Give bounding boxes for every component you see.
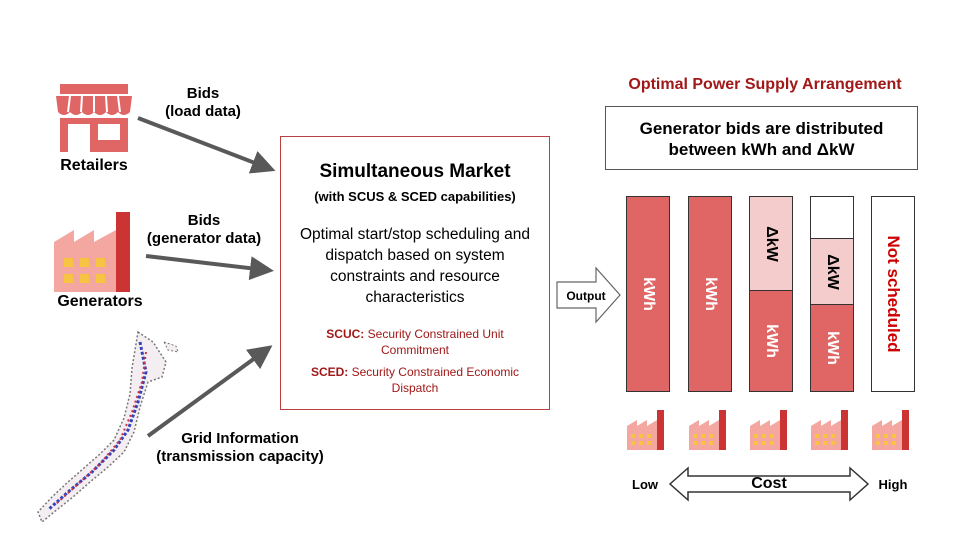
japan-map-icon: [37, 330, 179, 524]
factory-icon: [811, 410, 848, 450]
bids-generator-label: Bids (generator data): [146, 212, 262, 247]
arrow-generators: [145, 254, 274, 281]
simultaneous-market-box: Simultaneous Market (with SCUS & SCED ca…: [280, 136, 550, 410]
bar-3-dkw-segment: ΔkW: [749, 196, 793, 291]
factory-icon: [750, 410, 787, 450]
arrow-grid: [146, 345, 273, 438]
factory-icon: [689, 410, 726, 450]
bar-4-kwh-segment: kWh: [810, 304, 854, 392]
bar-1: kWh: [626, 196, 670, 392]
factory-icon: [627, 410, 664, 450]
sced-definition: SCED: Security Constrained Economic Disp…: [310, 365, 520, 395]
generators-label: Generators: [57, 293, 143, 310]
market-title: Simultaneous Market: [319, 161, 511, 182]
bar-5: Not scheduled: [871, 196, 915, 392]
retailers-label: Retailers: [60, 157, 128, 174]
cost-double-arrow: [668, 466, 870, 502]
bar-4-dkw-segment: ΔkW: [810, 238, 854, 305]
market-subtitle: (with SCUS & SCED capabilities): [314, 189, 516, 204]
output-arrow: [556, 266, 621, 324]
output-label: Output: [566, 289, 606, 303]
bids-load-label: Bids (load data): [165, 85, 241, 120]
cost-high-label: High: [878, 477, 908, 492]
grid-information-label: Grid Information (transmission capacity): [156, 430, 324, 465]
supply-arrangement-title: Optimal Power Supply Arrangement: [628, 76, 902, 93]
store-icon: [56, 84, 132, 152]
generator-bids-box: Generator bids are distributed between k…: [605, 106, 918, 170]
arrow-retailers: [137, 116, 276, 174]
bar-2: kWh: [688, 196, 732, 392]
cost-label: Cost: [751, 475, 787, 492]
bar-3-kwh-segment: kWh: [749, 290, 793, 392]
market-description: Optimal start/stop scheduling and dispat…: [299, 226, 531, 306]
scuc-definition: SCUC: Security Constrained Unit Commitme…: [326, 327, 504, 357]
cost-low-label: Low: [632, 477, 658, 492]
factory-icon: [872, 410, 909, 450]
factory-icon: [54, 212, 130, 292]
